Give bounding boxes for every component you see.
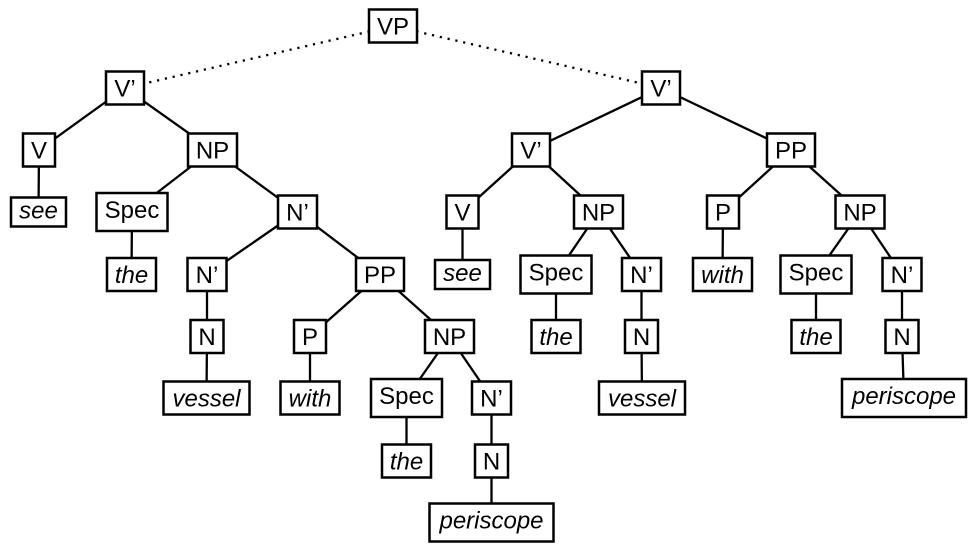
svg-text:P: P: [715, 200, 731, 227]
svg-text:N’: N’: [480, 386, 503, 413]
svg-text:NP: NP: [582, 200, 615, 227]
svg-text:Spec: Spec: [789, 260, 844, 287]
svg-text:N: N: [198, 324, 215, 351]
svg-text:PP: PP: [775, 138, 807, 165]
svg-text:N’: N’: [196, 262, 219, 289]
svg-text:the: the: [799, 324, 832, 351]
svg-text:V’: V’: [650, 76, 671, 103]
svg-text:see: see: [443, 260, 482, 287]
svg-text:the: the: [390, 449, 423, 476]
svg-text:NP: NP: [433, 324, 466, 351]
svg-text:periscope: periscope: [438, 508, 543, 535]
svg-text:N’: N’: [891, 262, 914, 289]
svg-text:with: with: [289, 386, 332, 413]
svg-text:vessel: vessel: [172, 386, 241, 413]
svg-text:V’: V’: [114, 76, 135, 103]
svg-text:Spec: Spec: [529, 260, 584, 287]
svg-text:vessel: vessel: [608, 386, 677, 413]
svg-text:VP: VP: [377, 14, 409, 41]
svg-text:with: with: [701, 262, 744, 289]
svg-text:V: V: [31, 138, 47, 165]
svg-text:Spec: Spec: [379, 383, 434, 410]
svg-text:the: the: [115, 262, 148, 289]
svg-text:N: N: [893, 324, 910, 351]
svg-text:see: see: [19, 198, 58, 225]
svg-text:N’: N’: [630, 262, 653, 289]
svg-text:P: P: [302, 324, 318, 351]
svg-text:V’: V’: [520, 138, 541, 165]
svg-text:NP: NP: [843, 200, 876, 227]
svg-text:Spec: Spec: [105, 197, 160, 224]
svg-text:V: V: [454, 200, 470, 227]
svg-text:periscope: periscope: [851, 383, 956, 410]
svg-text:N’: N’: [286, 200, 309, 227]
svg-text:PP: PP: [364, 262, 396, 289]
svg-text:the: the: [539, 324, 572, 351]
svg-text:N: N: [483, 449, 500, 476]
svg-text:N: N: [633, 324, 650, 351]
svg-text:NP: NP: [196, 138, 229, 165]
